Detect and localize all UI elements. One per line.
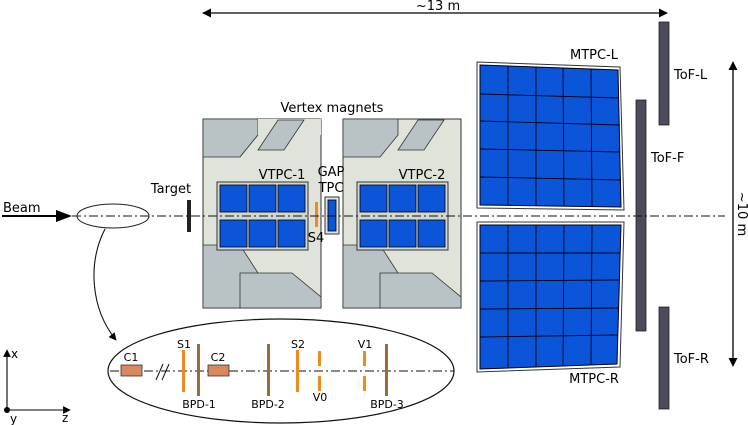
v1-counter-lower <box>363 376 366 391</box>
axis-y-label: y <box>10 412 17 425</box>
coordinate-axes: x y z <box>3 347 71 425</box>
beam-label: Beam <box>3 201 41 216</box>
collimator-c2 <box>207 364 230 377</box>
bpd1-label: BPD-1 <box>182 398 216 411</box>
tof-r-label: ToF-R <box>673 352 709 367</box>
s4-counter <box>315 202 318 227</box>
tof-r <box>658 306 670 410</box>
gap-tpc-label-1: GAP <box>318 165 345 180</box>
vertex-magnets-label: Vertex magnets <box>281 101 384 116</box>
mtpc-r <box>476 221 625 373</box>
vtpc-2-cells <box>359 184 446 248</box>
s2-label: S2 <box>291 338 305 351</box>
axis-x-label: x <box>11 347 18 361</box>
tof-l <box>658 21 670 126</box>
mtpc-r-label: MTPC-R <box>569 372 619 387</box>
target <box>187 200 191 232</box>
magnet1-pole-ur2 <box>257 119 305 151</box>
length-dimension: ~13 m <box>202 0 668 18</box>
beam-arrow <box>2 210 72 222</box>
length-label: ~13 m <box>416 0 460 14</box>
magnet2-pole-ur <box>397 119 445 151</box>
vtpc2-label: VTPC-2 <box>399 168 446 183</box>
y-axis-dot-icon <box>4 407 10 413</box>
beamline-highlight-ellipse <box>76 203 150 229</box>
vtpc-1-cells <box>219 184 306 248</box>
s1-counter <box>182 350 185 392</box>
gap-tpc-label-2: TPC <box>318 181 344 196</box>
break-symbol <box>155 363 170 381</box>
c2-label: C2 <box>211 351 226 364</box>
s2-counter <box>296 350 299 392</box>
s4-label: S4 <box>308 231 325 246</box>
mtpc-l-label: MTPC-L <box>570 48 619 63</box>
v0-counter-upper <box>318 351 321 366</box>
bpd2-label: BPD-2 <box>251 398 285 411</box>
collimator-c1 <box>120 364 143 377</box>
mtpc-l <box>476 61 625 211</box>
width-label: ~10 m <box>734 192 748 236</box>
s1-label: S1 <box>177 338 191 351</box>
target-label: Target <box>150 182 191 197</box>
tof-f-label: ToF-F <box>650 151 684 166</box>
bpd3-label: BPD-3 <box>370 398 404 411</box>
axis-z-label: z <box>62 411 68 425</box>
v0-label: V0 <box>313 391 328 404</box>
bpd1-detector <box>197 344 200 396</box>
c1-label: C1 <box>124 351 139 364</box>
bpd2-detector <box>267 344 270 396</box>
vtpc1-label: VTPC-1 <box>259 168 306 183</box>
tof-l-label: ToF-L <box>673 68 708 83</box>
width-dimension: ~10 m <box>728 61 748 367</box>
beamline-inset: C1 S1 BPD-1 C2 BPD-2 S2 V0 V1 BPD-3 <box>107 318 455 424</box>
v0-counter-lower <box>318 376 321 391</box>
bpd3-detector <box>385 344 388 396</box>
zoom-pointer <box>93 228 117 341</box>
v1-counter-upper <box>363 351 366 366</box>
v1-label: V1 <box>358 338 373 351</box>
